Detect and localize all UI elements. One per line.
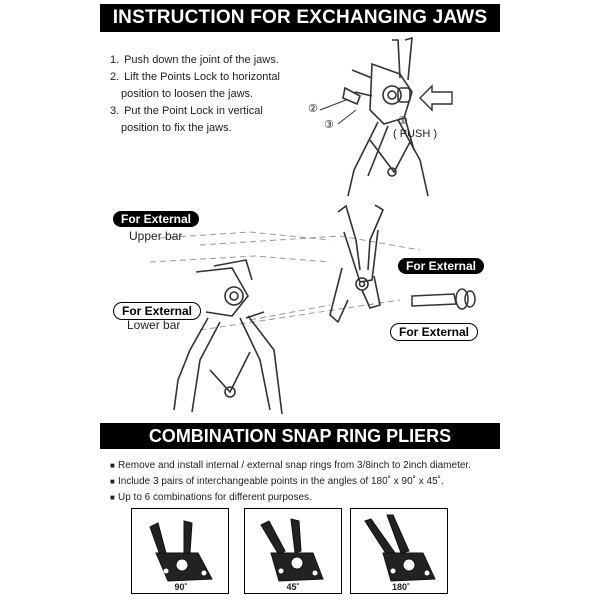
- step-2-continued: position to loosen the jaws.: [121, 88, 254, 100]
- page-title: INSTRUCTION FOR EXCHANGING JAWS: [100, 4, 500, 32]
- angle-label-45: 45˚: [286, 582, 300, 592]
- for-external-badge-right-top: For External: [398, 258, 485, 274]
- jaw-180-image: [350, 508, 448, 594]
- jaw-90-image: [131, 508, 229, 594]
- for-external-badge-upper: For External: [113, 211, 200, 227]
- step-3-continued: position to fix the jaws.: [121, 122, 232, 134]
- push-label: ( PUSH ): [393, 128, 437, 140]
- list-item: ■Up to 6 combinations for different purp…: [110, 492, 312, 503]
- list-item: ■Include 3 pairs of interchangeable poin…: [110, 476, 444, 487]
- list-item: ■Remove and install internal / external …: [110, 460, 471, 471]
- pliers-illustration-top: [149, 36, 476, 415]
- step-3: 3. Put the Point Lock in vertical: [110, 105, 263, 117]
- callout-1: ①: [398, 115, 408, 127]
- lower-bar-label: Lower bar: [127, 318, 181, 332]
- feature-list: ■Remove and install internal / external …: [110, 458, 471, 506]
- angle-label-180: 180˚: [391, 582, 410, 592]
- instruction-steps: 1. Push down the joint of the jaws. 2. L…: [110, 52, 280, 137]
- for-external-badge-right-bottom: For External: [390, 323, 479, 341]
- upper-bar-label: Upper bar: [129, 229, 183, 243]
- section-title: COMBINATION SNAP RING PLIERS: [100, 423, 500, 449]
- step-1: 1. Push down the joint of the jaws.: [110, 54, 279, 66]
- for-external-badge-lower: For External: [113, 302, 202, 320]
- callout-2: ②: [308, 103, 318, 115]
- step-2: 2. Lift the Points Lock to horizontal: [110, 71, 280, 83]
- angle-label-90: 90˚: [174, 582, 188, 592]
- callout-3: ③: [324, 119, 334, 131]
- jaw-45-image: [244, 508, 342, 594]
